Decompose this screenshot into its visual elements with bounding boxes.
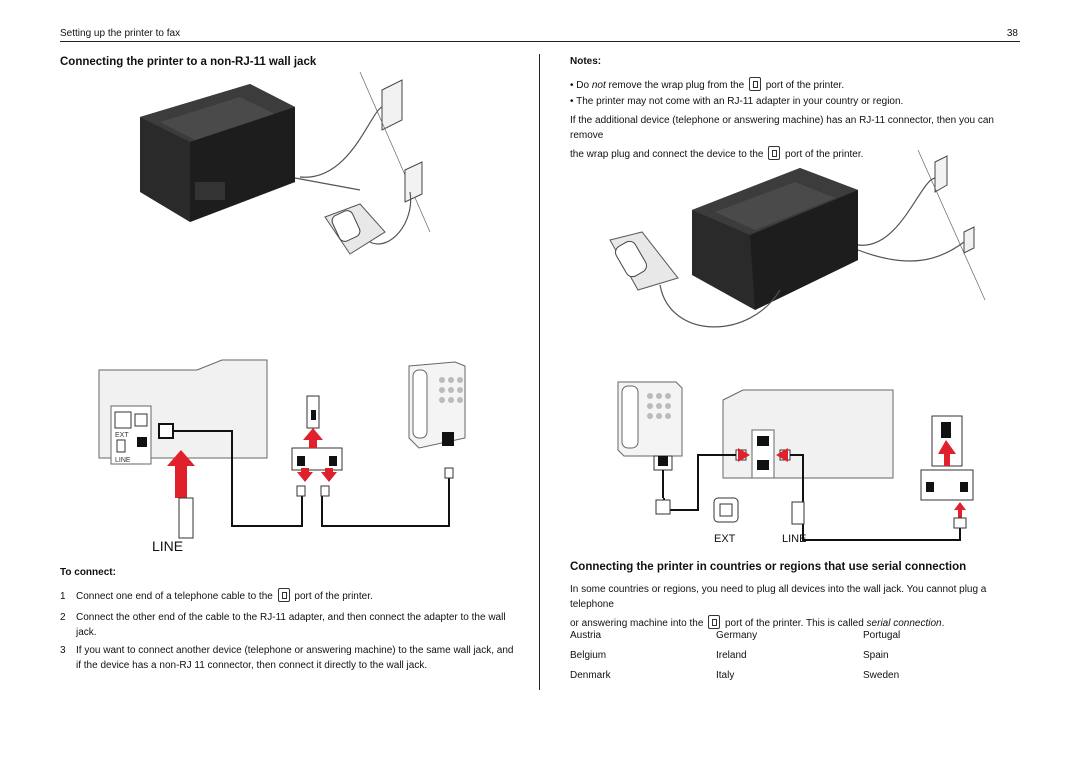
country-list: Austria Germany Portugal Belgium Ireland… [570, 630, 990, 690]
column-divider [539, 54, 540, 690]
line-small-label: LINE [115, 457, 131, 464]
country-cell: Spain [863, 650, 889, 661]
ext-port-icon [114, 411, 132, 429]
step-number: 1 [60, 591, 66, 602]
note-text: remove the wrap plug from the [605, 80, 745, 91]
step-number: 2 [60, 612, 66, 623]
ext-label: EXT [115, 432, 129, 439]
note-1: • Do not remove the wrap plug from the p… [570, 77, 1020, 93]
country-cell: Italy [716, 670, 735, 681]
country-cell: Ireland [716, 650, 747, 661]
red-arrow-icon [167, 450, 195, 498]
line-label: LINE [782, 533, 806, 545]
paragraph-emphasis: serial connection [866, 618, 942, 629]
running-header: Setting up the printer to fax [60, 28, 181, 39]
page-number: 38 [1006, 28, 1018, 39]
country-cell: Denmark [570, 670, 611, 681]
note-2: • The printer may not come with an RJ-11… [570, 94, 1020, 109]
paragraph-line: If the additional device (telephone or a… [570, 115, 994, 141]
step-text: port of the printer. [294, 591, 373, 602]
line-port-icon [277, 588, 290, 602]
country-cell: Austria [570, 630, 602, 641]
country-row: Denmark Italy Sweden [570, 670, 990, 690]
step-3: 3 If you want to connect another device … [60, 643, 520, 673]
phone-port-icon [768, 146, 781, 160]
paragraph-text: . [941, 618, 945, 629]
country-cell: Portugal [863, 630, 901, 641]
header-divider [60, 41, 1020, 42]
paragraph-line: the wrap plug and connect the device to … [570, 146, 1025, 162]
notes-heading: Notes: [570, 56, 602, 67]
serial-connection-title: Connecting the printer in countries or r… [570, 561, 967, 573]
country-row: Belgium Ireland Spain [570, 650, 990, 670]
country-row: Austria Germany Portugal [570, 630, 990, 650]
printer-wall-jack-illustration [140, 72, 431, 255]
note-text: port of the printer. [765, 80, 845, 91]
step-text: Connect the other end of the cable to th… [76, 612, 506, 638]
step-text: Connect one end of a telephone cable to … [76, 591, 273, 602]
bullet-icon: • [570, 80, 574, 91]
paragraph-line: In some countries or regions, you need t… [570, 584, 987, 610]
serial-connection-paragraph: In some countries or regions, you need t… [570, 582, 1025, 631]
section-title-non-rj11: Connecting the printer to a non-RJ-11 wa… [60, 56, 317, 68]
non-rj11-wiring-diagram: EXT LINE LINE [98, 359, 466, 554]
rj11-device-wiring-diagram: EXT LINE [617, 381, 974, 545]
paragraph-line: or answering machine into the port of th… [570, 615, 1025, 631]
phone-port-icon [708, 615, 721, 629]
phone-port-icon [748, 77, 761, 91]
paragraph-text: port of the printer. This is called [724, 618, 867, 629]
ext-label: EXT [714, 533, 736, 545]
note-text: Do [576, 80, 592, 91]
paragraph-text: the wrap plug and connect the device to … [570, 149, 764, 160]
note-text: The printer may not come with an RJ-11 a… [576, 96, 904, 107]
country-cell: Belgium [570, 650, 607, 661]
country-cell: Sweden [863, 670, 900, 681]
note-emphasis: not [591, 80, 606, 91]
to-connect-heading: To connect: [60, 567, 116, 578]
step-text: If you want to connect another device (t… [76, 645, 514, 671]
step-2: 2 Connect the other end of the cable to … [60, 610, 520, 640]
step-1: 1 Connect one end of a telephone cable to… [60, 588, 520, 604]
bullet-icon: • [570, 96, 574, 107]
printer-telephone-illustration [609, 150, 986, 328]
country-cell: Germany [716, 630, 758, 641]
paragraph-additional-device: If the additional device (telephone or a… [570, 113, 1025, 162]
paragraph-text: port of the printer. [785, 149, 864, 160]
step-number: 3 [60, 645, 66, 656]
line-big-label: LINE [152, 538, 183, 554]
paragraph-text: or answering machine into the [570, 618, 704, 629]
